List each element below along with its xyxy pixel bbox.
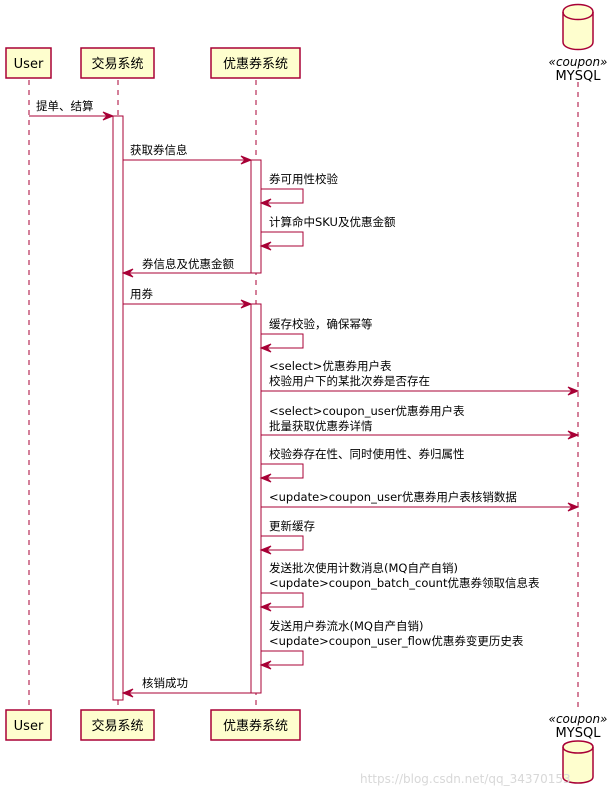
- database-name: MYSQL: [556, 726, 602, 741]
- message-label: 校验券存在性、同时使用性、券归属性: [269, 447, 465, 461]
- message-label: 提单、结算: [36, 99, 94, 113]
- message-label: 缓存校验，确保幂等: [269, 317, 373, 331]
- participant-user-label: User: [14, 719, 44, 734]
- message-label: <select>优惠券用户表: [269, 359, 392, 373]
- message-label: 获取券信息: [130, 143, 188, 157]
- message-label: 校验用户下的某批次券是否存在: [269, 374, 430, 388]
- message-label: 券信息及优惠金额: [142, 257, 234, 271]
- message-get-coupon-info: 获取券信息: [123, 143, 253, 165]
- participant-coupon-bottom: 优惠券系统: [210, 709, 301, 741]
- message-label: <update>coupon_batch_count优惠券领取信息表: [269, 576, 540, 590]
- message-write-off-success: 核销成功: [121, 676, 251, 698]
- database-mysql-top: «coupon» MYSQL: [549, 3, 608, 84]
- participant-user-top: User: [5, 47, 52, 79]
- message-label: 发送用户券流水(MQ自产自销): [269, 619, 423, 633]
- message-return-coupon-info: 券信息及优惠金额: [121, 257, 251, 278]
- message-availability-check: 券可用性校验: [259, 172, 338, 208]
- message-label: <update>coupon_user_flow优惠券变更历史表: [269, 634, 524, 648]
- participant-coupon-label: 优惠券系统: [223, 56, 288, 72]
- activation-coupon-2: [250, 303, 262, 694]
- message-select-coupon-user-exists: <select>优惠券用户表 校验用户下的某批次券是否存在: [261, 359, 580, 396]
- message-select-coupon-user-details: <select>coupon_user优惠券用户表 批量获取优惠券详情: [261, 404, 580, 440]
- message-label: <select>coupon_user优惠券用户表: [269, 404, 465, 418]
- message-label: 发送批次使用计数消息(MQ自产自销): [269, 561, 458, 575]
- message-validate-coupon: 校验券存在性、同时使用性、券归属性: [259, 447, 465, 483]
- participant-trade-label: 交易系统: [91, 56, 143, 72]
- message-label: 券可用性校验: [269, 172, 338, 186]
- message-label: <update>coupon_user优惠券用户表核销数据: [269, 490, 517, 504]
- participant-trade-top: 交易系统: [80, 47, 155, 79]
- message-cache-idempotency: 缓存校验，确保幂等: [259, 317, 373, 353]
- database-name: MYSQL: [556, 69, 602, 84]
- participant-user-bottom: User: [5, 709, 52, 741]
- activation-coupon-1: [250, 159, 262, 274]
- message-use-coupon: 用券: [123, 287, 253, 309]
- message-label: 计算命中SKU及优惠金额: [269, 215, 396, 229]
- watermark: https://blog.csdn.net/qq_34370153: [360, 772, 571, 786]
- participant-user-label: User: [14, 57, 44, 72]
- message-user-flow: 发送用户券流水(MQ自产自销) <update>coupon_user_flow…: [259, 619, 524, 670]
- message-update-cache: 更新缓存: [259, 519, 315, 555]
- database-stereotype: «coupon»: [549, 712, 608, 726]
- message-batch-count: 发送批次使用计数消息(MQ自产自销) <update>coupon_batch_…: [259, 561, 540, 612]
- message-label: 更新缓存: [269, 519, 315, 533]
- participant-coupon-top: 优惠券系统: [210, 47, 301, 79]
- message-calculate-discount: 计算命中SKU及优惠金额: [259, 215, 396, 251]
- message-label: 用券: [130, 287, 153, 301]
- message-update-coupon-user: <update>coupon_user优惠券用户表核销数据: [261, 490, 580, 512]
- participant-coupon-label: 优惠券系统: [223, 718, 288, 734]
- participant-trade-bottom: 交易系统: [80, 709, 155, 741]
- activation-trade: [112, 115, 124, 701]
- message-label: 批量获取优惠券详情: [269, 419, 373, 433]
- message-label: 核销成功: [142, 676, 188, 690]
- message-submit-order: 提单、结算: [29, 99, 115, 121]
- participant-trade-label: 交易系统: [91, 718, 143, 734]
- database-stereotype: «coupon»: [549, 55, 608, 69]
- database-mysql-bottom: «coupon» MYSQL: [549, 712, 608, 784]
